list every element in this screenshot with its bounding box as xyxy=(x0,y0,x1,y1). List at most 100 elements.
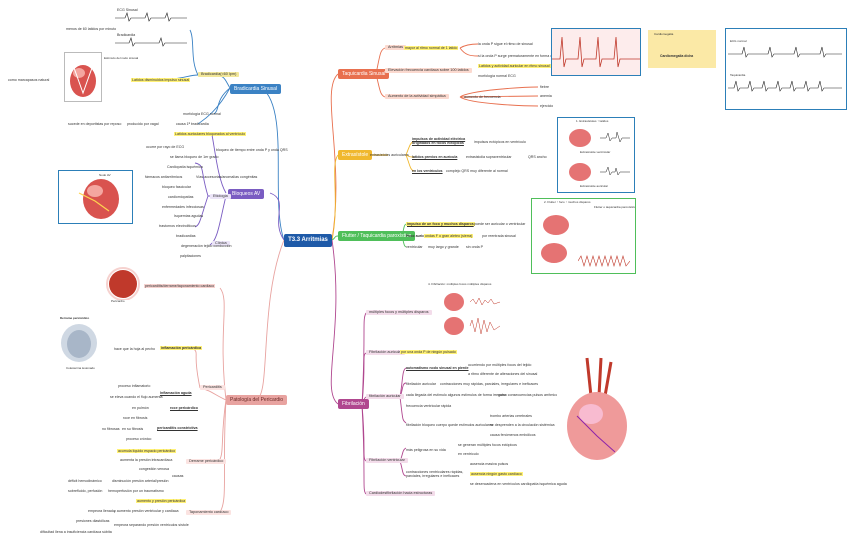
taqui-a5: aumento de frecuencia xyxy=(464,95,501,99)
taqui-arritmias[interactable]: Arritmias xyxy=(385,45,406,50)
fibr-a13: trombo arterias cerebrales xyxy=(490,414,532,418)
fibr-a12: causa fenómenos embólicos xyxy=(490,433,536,437)
bradi-n2: menos de 60 latidos por minuto xyxy=(66,27,117,31)
peri-g5: empeora separando presión ventrículos sí… xyxy=(114,523,189,527)
heart-icon xyxy=(70,64,96,97)
ecg-brady-strip xyxy=(115,37,187,47)
fibr-a3: a ritmo diferente de alteraciones del si… xyxy=(468,372,538,376)
branch-bloqueos[interactable]: Bloqueos AV xyxy=(228,189,265,199)
extra-n3: latidos previos en aurícula xyxy=(412,155,458,159)
peri-g6: dificultad llena a insuficiencia cardíac… xyxy=(40,530,112,534)
peri-f4: causas xyxy=(172,474,184,478)
fibr-a4: fibrilación auricular xyxy=(406,382,436,386)
fibr-s4[interactable]: Cardiodesfibrilación hacia estructuras xyxy=(366,491,436,496)
heart-extra-a-icon xyxy=(569,163,591,181)
flutter-n5: por reentrada sinusal xyxy=(482,234,516,238)
peri-taponamiento[interactable]: Taponamiento cardíaco xyxy=(186,510,232,515)
fibr-v4: en ventrículo xyxy=(458,452,479,456)
bloq-etiologia[interactable]: Etiología xyxy=(210,194,231,199)
branch-fibrilacion[interactable]: Fibrilación xyxy=(338,399,369,409)
pericardio-caption: Pericardio xyxy=(111,299,125,303)
flutter-n4: ondas F o gran aleteo (sierra) xyxy=(424,234,474,238)
link-bloqueos xyxy=(269,192,285,241)
link-pericardio xyxy=(257,239,285,399)
branch-extrasistole[interactable]: Extrasístole xyxy=(338,150,373,160)
taqui-b1: la onda P sigue el ritmo de sinusal xyxy=(478,42,533,46)
taqui-a4[interactable]: Aumento de la actividad simpática xyxy=(385,94,449,99)
ecg-taqui-icon xyxy=(552,29,640,75)
flutter-panel-title: 2. Flutter ↑ foco ↑ muchos disparos xyxy=(544,200,591,204)
fibr-a2: ocurriendo por múltiples focos del tejid… xyxy=(468,363,532,367)
bradi-n7: morfología ECG normal xyxy=(183,112,221,116)
heart-extra-icon xyxy=(569,129,591,147)
branch-pericardio[interactable]: Patología del Pericardio xyxy=(226,395,288,405)
fibr-s2b[interactable]: fibrilación auricular xyxy=(366,394,404,399)
bradi-n5: Latidos disminuidos impulso sinusal xyxy=(131,78,191,82)
bloq-item-9: Isquemias agudas xyxy=(174,214,204,218)
extra-n7: en los ventrículos xyxy=(412,169,443,173)
branch-flutter[interactable]: Flutter / Taquicardia paroxística xyxy=(338,231,416,241)
taqui-b2: si la onda P surge prematuramente en for… xyxy=(478,54,558,58)
fibr-v7: ausencia ningún gasto cardíaco xyxy=(470,472,523,476)
bloq-item-11: bradicardias xyxy=(176,234,196,238)
extrasistole-panel: 1. Extrasístoles ↑ latidos Extrasístole … xyxy=(557,117,635,193)
bloq-item-5: Vías accesorias/anomalías congénitas xyxy=(196,175,258,179)
extra-n1: impulsos de actividad eléctrica originad… xyxy=(412,137,466,146)
bradi-sub[interactable]: Bradicardia(<60 lpm) xyxy=(198,72,240,77)
derrame-image: Derrame pericárdico Colesterina lesionad… xyxy=(56,316,102,374)
peri-e2: Inflamación aguda xyxy=(160,391,192,395)
ecg-frame-taqui xyxy=(551,28,641,76)
peri-f7: sobrefluido, perfusión xyxy=(68,489,103,493)
bradi-ecg-label: ECG Sinusal xyxy=(117,8,138,12)
peri-f8: hemoperfusión por un traumatismo xyxy=(108,489,164,493)
ecg-sinus-strip xyxy=(115,12,187,22)
peri-f3: congestión venosa xyxy=(139,467,169,471)
peri-e1: proceso inflamatorio xyxy=(118,384,151,388)
ecg-taqui-caption: Taquicardia xyxy=(730,73,746,77)
peri-top: pericarditis/derrame/taponamiento cardia… xyxy=(144,284,216,288)
fibr-a1: automatismo nodo sinusal en pierde xyxy=(406,366,469,370)
fibr-heart-anatomy-image xyxy=(557,356,639,468)
peri-g2: empeora llenado xyxy=(88,509,115,513)
peri-pericarditis[interactable]: Pericarditis xyxy=(200,385,225,390)
bloq-item-6: bloqueo fascicular xyxy=(162,185,191,189)
cardiomegalia-dicha-caption: Cardiomegalia dicha xyxy=(660,54,694,58)
fibr-n1: por una onda P de ningún pulsado xyxy=(400,350,457,354)
fibr-v8: se desencadena en ventrículos cardiopatí… xyxy=(470,482,567,486)
heart-av-icon xyxy=(78,179,119,219)
fibr-a5: contracciones muy rápidas, parciales, ir… xyxy=(440,382,539,386)
ecg-extra-v-icon xyxy=(600,132,630,142)
peri-f6: disminución presión arterial/presión xyxy=(112,479,169,483)
fibr-s2[interactable]: Fibrilación auricular xyxy=(366,350,405,355)
taqui-a1: mayor al ritmo normal de 1 latido xyxy=(404,46,459,50)
extra-n5: QRS ancho xyxy=(528,155,547,159)
bloq-item-4: fármacos antiarrítmicos xyxy=(145,175,183,179)
fibr-v6: ausencia masiva pulsos xyxy=(470,462,509,466)
bloq-item-0: ocurre por rayo de ECG xyxy=(146,145,185,149)
extra-n4: extrasistolia supraventricular xyxy=(466,155,512,159)
peri-f5: déficit hemodinámico xyxy=(68,479,102,483)
bloq-clinica[interactable]: Clínica xyxy=(212,241,230,246)
peri-e9: en su fibrosis xyxy=(122,427,144,431)
bloq-item-10: trastornos electrolíticos xyxy=(159,224,196,228)
peri-derrame[interactable]: Derrame pericárdico xyxy=(186,459,227,464)
branch-bradicardia[interactable]: Bradicardia Sinusal xyxy=(230,84,282,94)
fibr-a10: fibrilación bloqueo cuerpo quede estímul… xyxy=(406,423,493,427)
ecg-frame-normal: ECG normal Taquicardia xyxy=(725,28,847,110)
flutter-n3: Foco auricular xyxy=(406,234,431,238)
extra-panel-b: Extrasístole auricular xyxy=(580,184,609,188)
flutter-panel-sub: Flutter o taquicardia paroxística xyxy=(594,205,636,209)
fibr-s1[interactable]: múltiples focos y múltiples disparos xyxy=(366,310,432,315)
flutter-panel: 2. Flutter ↑ foco ↑ muchos disparos Flut… xyxy=(531,198,636,274)
peri-e10: proceso crónico xyxy=(126,437,152,441)
fibr-hearts-icon xyxy=(444,293,501,335)
central-topic[interactable]: T3.3 Arritmias xyxy=(284,234,332,247)
bloq-item-7: cardiomiopatías xyxy=(168,195,194,199)
extra-panel-a: Extrasístole ventricular xyxy=(580,150,611,154)
branch-taquicardia[interactable]: Taquicardia Sinusal xyxy=(338,69,390,79)
taqui-a3[interactable]: Elevación frecuencia cardíaca sobre 100 … xyxy=(385,68,472,73)
fibr-s3[interactable]: Fibrilación ventricular xyxy=(366,458,408,463)
taqui-c3: ejercicio xyxy=(540,104,554,108)
bradi-n6: como marcapasos natural xyxy=(8,78,50,82)
